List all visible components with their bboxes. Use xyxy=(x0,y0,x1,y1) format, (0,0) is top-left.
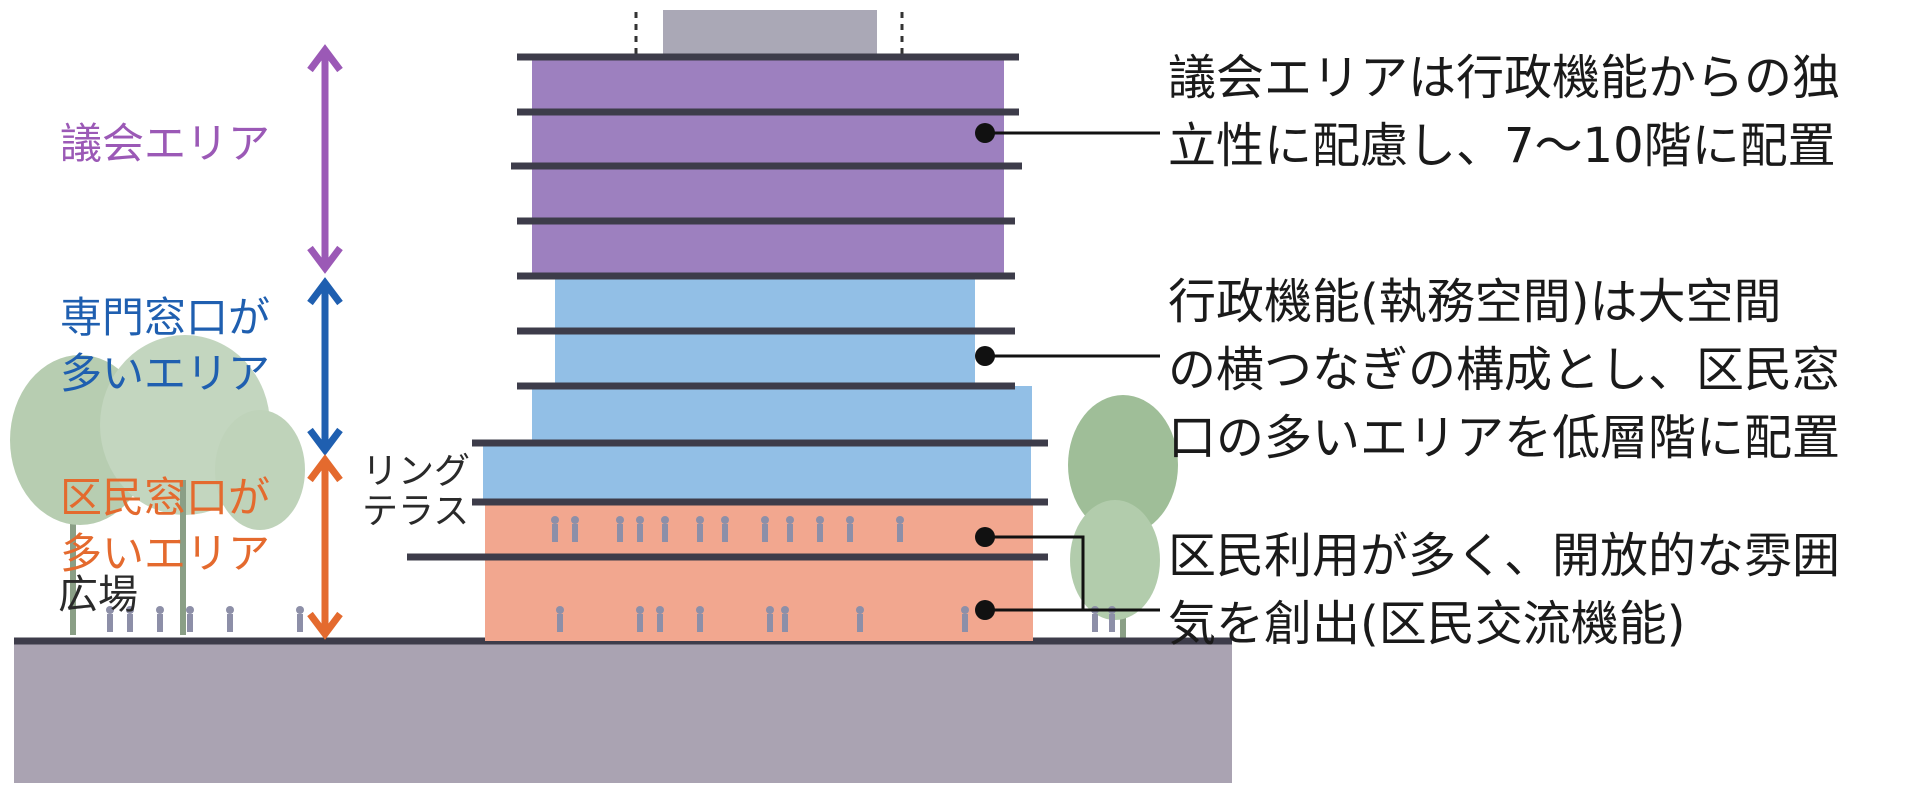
arrow-citizen xyxy=(307,454,343,640)
person-silhouette xyxy=(761,516,769,542)
leader-lines xyxy=(985,131,1160,612)
person-silhouette xyxy=(816,516,824,542)
arrow-assembly xyxy=(307,44,343,274)
person-silhouette xyxy=(551,516,559,542)
arrow-specialized xyxy=(307,277,343,456)
person-silhouette xyxy=(696,606,704,632)
person-silhouette xyxy=(636,606,644,632)
person-silhouette xyxy=(156,606,164,632)
tree-trunk xyxy=(70,480,76,635)
plaza-label: 広場 xyxy=(58,572,138,618)
arrow-head-up xyxy=(307,44,343,73)
citizen-description: 区民利用が多く、開放的な雰囲 気を創出(区民交流機能) xyxy=(1168,528,1841,652)
specialized-area-label: 専門窓口が 多いエリア xyxy=(60,293,271,398)
arrow-head-up xyxy=(307,277,343,306)
penthouse xyxy=(663,10,877,57)
person-silhouette xyxy=(126,606,134,632)
citizen-area-label: 区民窓口が 多いエリア xyxy=(60,473,271,578)
person-silhouette xyxy=(661,516,669,542)
arrow-head-down xyxy=(307,611,343,640)
tree-crown xyxy=(1070,500,1160,620)
floor-slabs xyxy=(407,53,1048,561)
assembly-description: 議会エリアは行政機能からの独 立性に配慮し、7～10階に配置 xyxy=(1168,50,1841,174)
person-silhouette xyxy=(961,606,969,632)
arrow-head-down xyxy=(307,245,343,274)
person-silhouette xyxy=(616,516,624,542)
tree-crown xyxy=(1068,395,1178,535)
leader-dot xyxy=(975,527,995,547)
person-silhouette xyxy=(766,606,774,632)
person-silhouette xyxy=(636,516,644,542)
tree-crown xyxy=(215,410,305,530)
leader-dot xyxy=(975,600,995,620)
person-silhouette xyxy=(556,606,564,632)
person-silhouette xyxy=(296,606,304,632)
citizen-zone xyxy=(485,503,1033,641)
ring-terrace-label: リング テラス xyxy=(362,451,471,532)
tree-trunk xyxy=(180,480,186,635)
person-silhouette xyxy=(781,606,789,632)
arrow-head-down xyxy=(307,427,343,456)
arrow-head-up xyxy=(307,454,343,483)
person-silhouette xyxy=(696,516,704,542)
people-silhouettes xyxy=(106,516,1116,632)
ground xyxy=(14,643,1232,783)
person-silhouette xyxy=(721,516,729,542)
person-silhouette xyxy=(656,606,664,632)
person-silhouette xyxy=(856,606,864,632)
person-silhouette xyxy=(186,606,194,632)
trees-left xyxy=(10,335,305,635)
admin-zone-base xyxy=(483,443,1031,503)
person-silhouette xyxy=(226,606,234,632)
admin-zone-lower xyxy=(532,386,1032,443)
assembly-area-label: 議会エリア xyxy=(60,119,271,168)
person-silhouette xyxy=(571,516,579,542)
leader-dots xyxy=(975,123,995,620)
person-silhouette xyxy=(786,516,794,542)
tree-right xyxy=(1068,395,1178,640)
admin-description: 行政機能(執務空間)は大空間 の横つなぎの構成とし、区民窓 口の多いエリアを低層… xyxy=(1168,274,1841,466)
leader-dot xyxy=(975,346,995,366)
leader-dot xyxy=(975,123,995,143)
person-silhouette xyxy=(896,516,904,542)
person-silhouette xyxy=(846,516,854,542)
person-silhouette xyxy=(106,606,114,632)
